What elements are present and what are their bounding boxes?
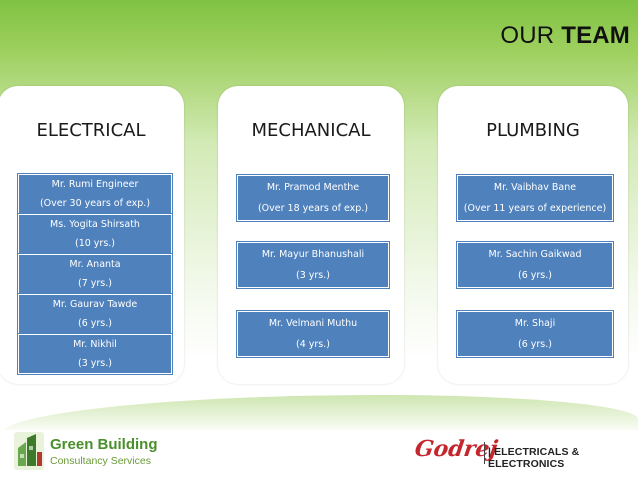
member-experience: (3 yrs.) xyxy=(238,265,388,286)
member-card: Mr. Rumi Engineer (Over 30 years of exp.… xyxy=(18,174,172,214)
column-electrical: ELECTRICAL Mr. Rumi Engineer (Over 30 ye… xyxy=(0,86,184,384)
member-experience: (6 yrs.) xyxy=(458,265,612,286)
member-name: Mr. Shaji xyxy=(458,313,612,334)
member-name: Ms. Yogita Shirsath xyxy=(19,215,171,234)
member-name: Mr. Nikhil xyxy=(19,335,171,354)
member-experience: (4 yrs.) xyxy=(238,334,388,355)
title-normal: OUR xyxy=(500,22,561,49)
member-experience: (6 yrs.) xyxy=(458,334,612,355)
member-card: Mr. Nikhil (3 yrs.) xyxy=(18,334,172,374)
member-card: Ms. Yogita Shirsath (10 yrs.) xyxy=(18,214,172,254)
background-wave xyxy=(0,395,638,435)
godrej-logo: Godrej xyxy=(413,436,499,462)
member-card: Mr. Vaibhav Bane (Over 11 years of exper… xyxy=(457,175,613,221)
column-heading: ELECTRICAL xyxy=(0,120,184,141)
member-experience: (6 yrs.) xyxy=(19,314,171,333)
member-name: Mr. Pramod Menthe xyxy=(238,177,388,198)
member-card: Mr. Pramod Menthe (Over 18 years of exp.… xyxy=(237,175,389,221)
column-heading: MECHANICAL xyxy=(218,120,404,141)
member-name: Mr. Gaurav Tawde xyxy=(19,295,171,314)
member-name: Mr. Mayur Bhanushali xyxy=(238,244,388,265)
member-card: Mr. Shaji (6 yrs.) xyxy=(457,311,613,357)
footer-division: | ELECTRICALS & ELECTRONICS xyxy=(488,446,638,470)
column-mechanical: MECHANICAL Mr. Pramod Menthe (Over 18 ye… xyxy=(218,86,404,384)
member-experience: (10 yrs.) xyxy=(19,234,171,253)
footer-divider xyxy=(484,442,485,464)
member-name: Mr. Ananta xyxy=(19,255,171,274)
member-card: Mr. Gaurav Tawde (6 yrs.) xyxy=(18,294,172,334)
member-name: Mr. Velmani Muthu xyxy=(238,313,388,334)
green-building-logo-icon xyxy=(14,432,44,470)
member-experience: (3 yrs.) xyxy=(19,354,171,373)
member-name: Mr. Rumi Engineer xyxy=(19,175,171,194)
footer-division-text: ELECTRICALS & ELECTRONICS xyxy=(488,446,579,470)
member-name: Mr. Vaibhav Bane xyxy=(458,177,612,198)
page-title: OUR TEAM xyxy=(500,22,630,50)
member-experience: (7 yrs.) xyxy=(19,274,171,293)
member-experience: (Over 11 years of experience) xyxy=(458,198,612,219)
member-card: Mr. Ananta (7 yrs.) xyxy=(18,254,172,294)
footer-left-subtitle: Consultancy Services xyxy=(50,455,151,467)
member-card: Mr. Velmani Muthu (4 yrs.) xyxy=(237,311,389,357)
member-experience: (Over 30 years of exp.) xyxy=(19,194,171,213)
member-card: Mr. Mayur Bhanushali (3 yrs.) xyxy=(237,242,389,288)
column-plumbing: PLUMBING Mr. Vaibhav Bane (Over 11 years… xyxy=(438,86,628,384)
member-experience: (Over 18 years of exp.) xyxy=(238,198,388,219)
title-bold: TEAM xyxy=(561,22,630,49)
column-heading: PLUMBING xyxy=(438,120,628,141)
footer-left-title: Green Building xyxy=(50,436,158,453)
member-card: Mr. Sachin Gaikwad (6 yrs.) xyxy=(457,242,613,288)
member-name: Mr. Sachin Gaikwad xyxy=(458,244,612,265)
